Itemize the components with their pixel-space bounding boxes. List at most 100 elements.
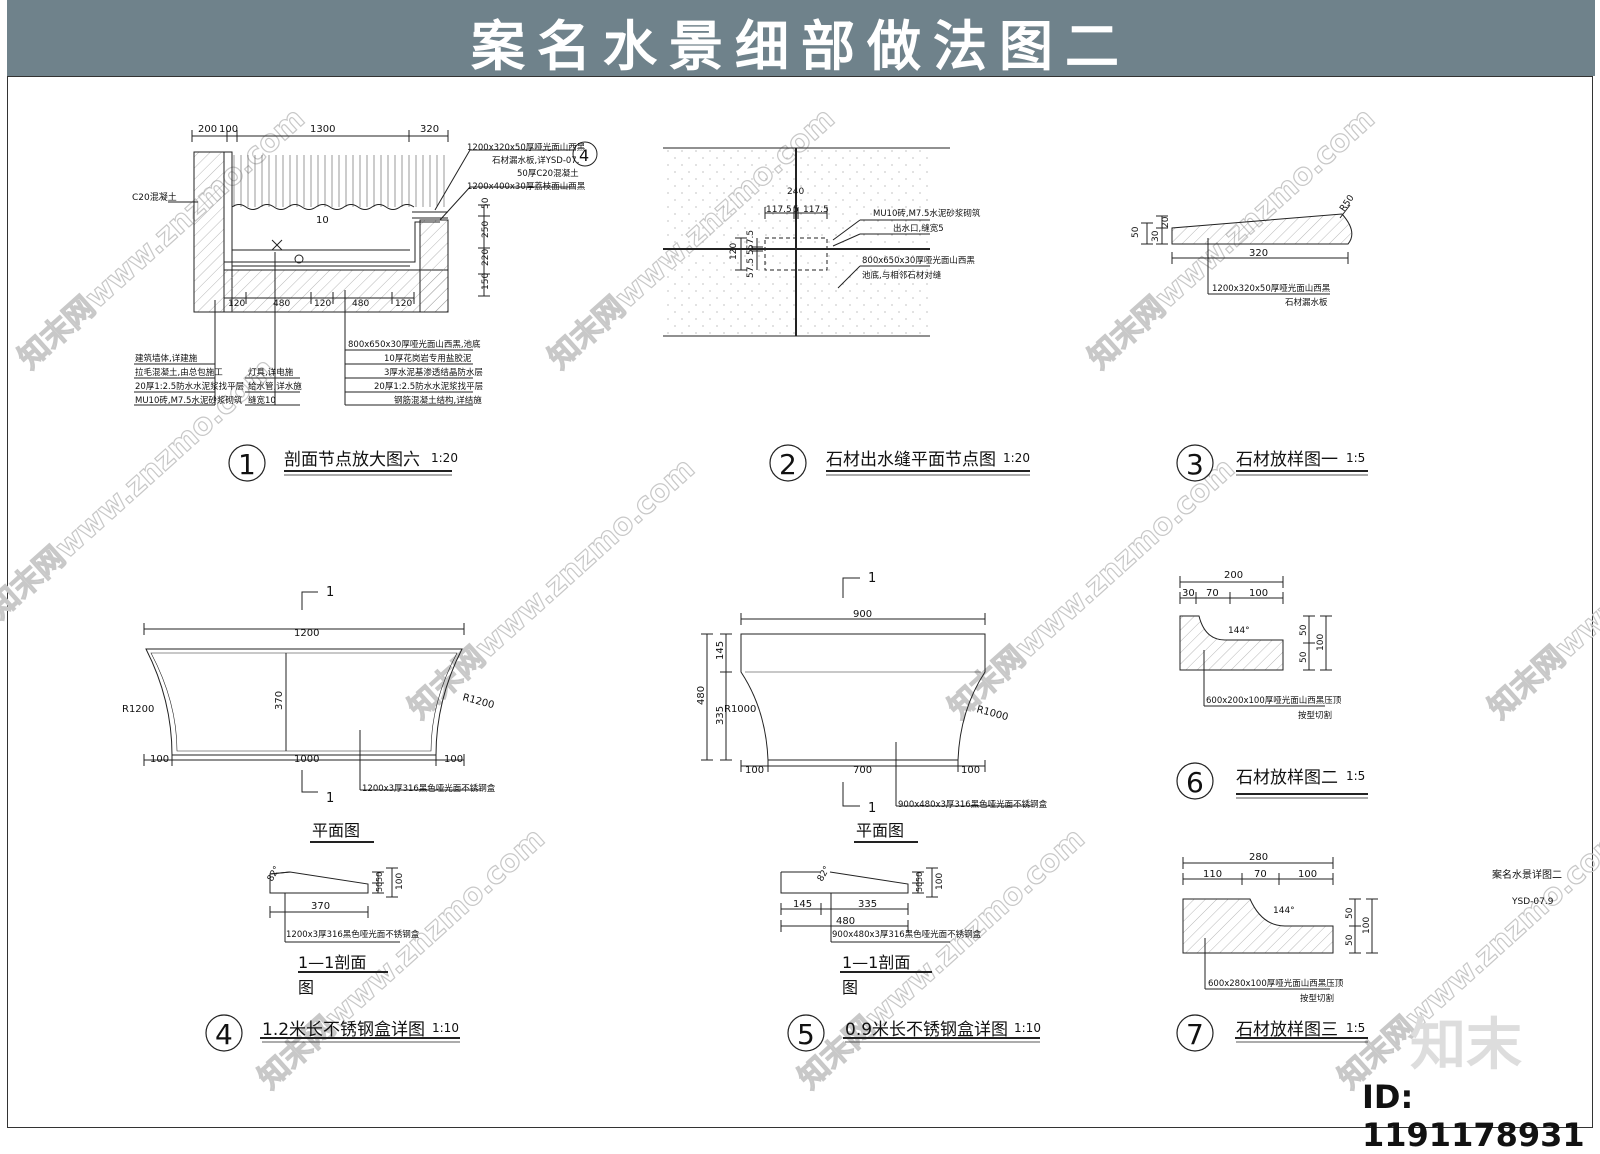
title-4: 4 1.2米长不锈钢盒详图 1:10 — [205, 1014, 460, 1052]
dim-label: 100 — [1298, 869, 1317, 880]
title-number: 4 — [215, 1018, 233, 1051]
dim-label: 50 — [481, 197, 491, 209]
note-mid: 灯具,详电施 — [248, 367, 294, 378]
dim-label: 120 — [314, 299, 331, 309]
plan-label: 平面图 — [312, 821, 360, 840]
watermark: 知末网www.znzmo.com — [1482, 451, 1600, 726]
detail-7-text: 280 110 70 100 144° 50 50 100 600x280x10… — [1203, 852, 1372, 1004]
dim-label: 700 — [853, 765, 872, 776]
title-name: 剖面节点放大图六 — [284, 450, 420, 470]
dim-label: 100 — [935, 873, 945, 890]
top-note: 1200x320x50厚哑光面山西黑 — [467, 142, 586, 153]
dim-label: 145 — [715, 641, 726, 660]
dim-label: 145 — [793, 899, 812, 910]
section-mark: 1 — [868, 571, 876, 586]
title-name: 0.9米长不锈钢盒详图 — [845, 1020, 1008, 1040]
title-scale: 1:20 — [1003, 451, 1030, 465]
radius-label: R1000 — [975, 704, 1009, 723]
dim-label: 110 — [1203, 869, 1222, 880]
detail-4-text: 1 1 1200 370 R1200 R1200 100 1000 100 12… — [122, 585, 496, 997]
radius-label: R1200 — [122, 704, 154, 715]
section-mark: 1 — [868, 801, 876, 816]
note-mid: 给水管,详水施 — [248, 381, 302, 392]
top-note: 1200x400x30厚荔枝面山西黑 — [467, 181, 586, 192]
top-note: 石材漏水板,详YSD-07. — [492, 155, 579, 166]
dim-label: 100 — [1316, 634, 1326, 651]
watermark: 知末网www.znzmo.com — [792, 821, 1092, 1096]
note-right: 20厚1:2.5防水水泥浆找平层 — [374, 381, 483, 392]
dim-label: 120 — [228, 299, 245, 309]
detail-1-text: 200 100 1300 320 10 C20混凝土 4 1200x320x50… — [132, 124, 589, 406]
material-note: 900x480x3厚316黑色哑光面不锈钢盒 — [832, 929, 982, 940]
dim-label: 320 — [1249, 248, 1268, 259]
section-label: 图 — [298, 978, 314, 997]
title-number: 6 — [1186, 766, 1204, 799]
title-name: 石材放样图一 — [1236, 450, 1338, 470]
watermark-logo: 知末 — [1410, 1012, 1522, 1078]
section-label: 1—1剖面 — [842, 953, 910, 972]
detail-2-text: 240 117.5 5 117.5 120 57.5 5 57.5 MU10砖,… — [729, 187, 981, 281]
dim-label: 5 — [793, 205, 799, 215]
dim-label: 100 — [219, 124, 238, 135]
id-tag: ID: 1191178931 — [1362, 1078, 1585, 1154]
callout-number: 4 — [579, 146, 589, 165]
note-left: 20厚1:2.5防水水泥浆找平层 — [135, 381, 244, 392]
dim-label: 100 — [1249, 588, 1268, 599]
dim-label: 120 — [729, 243, 739, 260]
title-1: 1 剖面节点放大图六 1:20 — [228, 444, 458, 482]
profile-note: 按型切割 — [1300, 993, 1334, 1004]
dim-label: 1300 — [310, 124, 335, 135]
dim-label: 480 — [352, 299, 369, 309]
watermark: 知末网www.znzmo.com — [252, 821, 552, 1096]
title-3: 3 石材放样图一 1:5 — [1176, 444, 1368, 482]
title-7: 7 石材放样图三 1:5 — [1176, 1014, 1368, 1052]
dim-label: 50 — [915, 872, 924, 882]
dim-label: 117.5 — [766, 205, 792, 215]
dim-label: 100 — [395, 873, 405, 890]
plan-note: 800x650x30厚哑光面山西黑 — [862, 255, 975, 266]
title-name: 石材出水缝平面节点图 — [826, 450, 996, 470]
dim-label: 100 — [745, 765, 764, 776]
profile-note: 600x280x100厚哑光面山西黑压顶 — [1208, 978, 1344, 989]
dim-label: 50 — [1345, 934, 1355, 946]
note-right: 10厚花岗岩专用盐胶泥 — [384, 353, 472, 364]
title-scale: 1:10 — [432, 1021, 459, 1035]
detail-6-text: 200 30 70 100 144° 50 50 100 600x200x100… — [1182, 570, 1342, 721]
watermark: 知末网www.znzmo.com — [12, 101, 312, 376]
dim-label: 30 — [1182, 588, 1195, 599]
dim-label: 480 — [273, 299, 290, 309]
dim-label: 1000 — [294, 754, 319, 765]
drawing-title: 案名水景细部做法图二 — [471, 14, 1131, 78]
dim-label: 50 — [1345, 907, 1355, 919]
title-name: 石材放样图二 — [1236, 768, 1338, 788]
note-mid: 缝宽10 — [248, 395, 276, 406]
dim-label: 1200 — [294, 628, 319, 639]
section-mark: 1 — [326, 791, 334, 806]
note-left: 建筑墙体,详建施 — [135, 353, 198, 364]
detail-5-plan — [701, 577, 1040, 1039]
profile-note: 600x200x100厚哑光面山西黑压顶 — [1206, 695, 1342, 706]
sheet-code: YSD-07.9 — [1511, 897, 1554, 907]
dim-label: 120 — [395, 299, 412, 309]
section-mark: 1 — [326, 585, 334, 600]
title-name: 1.2米长不锈钢盒详图 — [262, 1020, 425, 1040]
angle-label: 144° — [1273, 906, 1295, 916]
dim-label: 100 — [444, 754, 463, 765]
dim-label: 100 — [150, 754, 169, 765]
note-right: 钢筋混凝土结构,详结施 — [394, 395, 482, 406]
dim-label: 150 — [481, 273, 491, 290]
dim-label: 50 — [375, 872, 384, 882]
dim-label: 50 — [1299, 624, 1309, 636]
dim-label: 100 — [1362, 917, 1372, 934]
profile-note: 1200x320x50厚哑光面山西黑 — [1212, 283, 1331, 294]
detail-3-profile — [1141, 204, 1353, 295]
plan-note: MU10砖,M7.5水泥砂浆砌筑 — [873, 208, 981, 219]
title-2: 2 石材出水缝平面节点图 1:20 — [769, 444, 1030, 482]
title-scale: 1:5 — [1346, 769, 1365, 783]
detail-titles: 1 剖面节点放大图六 1:20 2 石材出水缝平面节点图 1:20 3 石材放样… — [205, 444, 1368, 1052]
dim-label: 900 — [853, 609, 872, 620]
dim-label: 20 — [1161, 216, 1171, 228]
detail-4-plan — [143, 591, 480, 1039]
left-label: C20混凝土 — [132, 191, 177, 203]
dim-label: 280 — [1249, 852, 1268, 863]
